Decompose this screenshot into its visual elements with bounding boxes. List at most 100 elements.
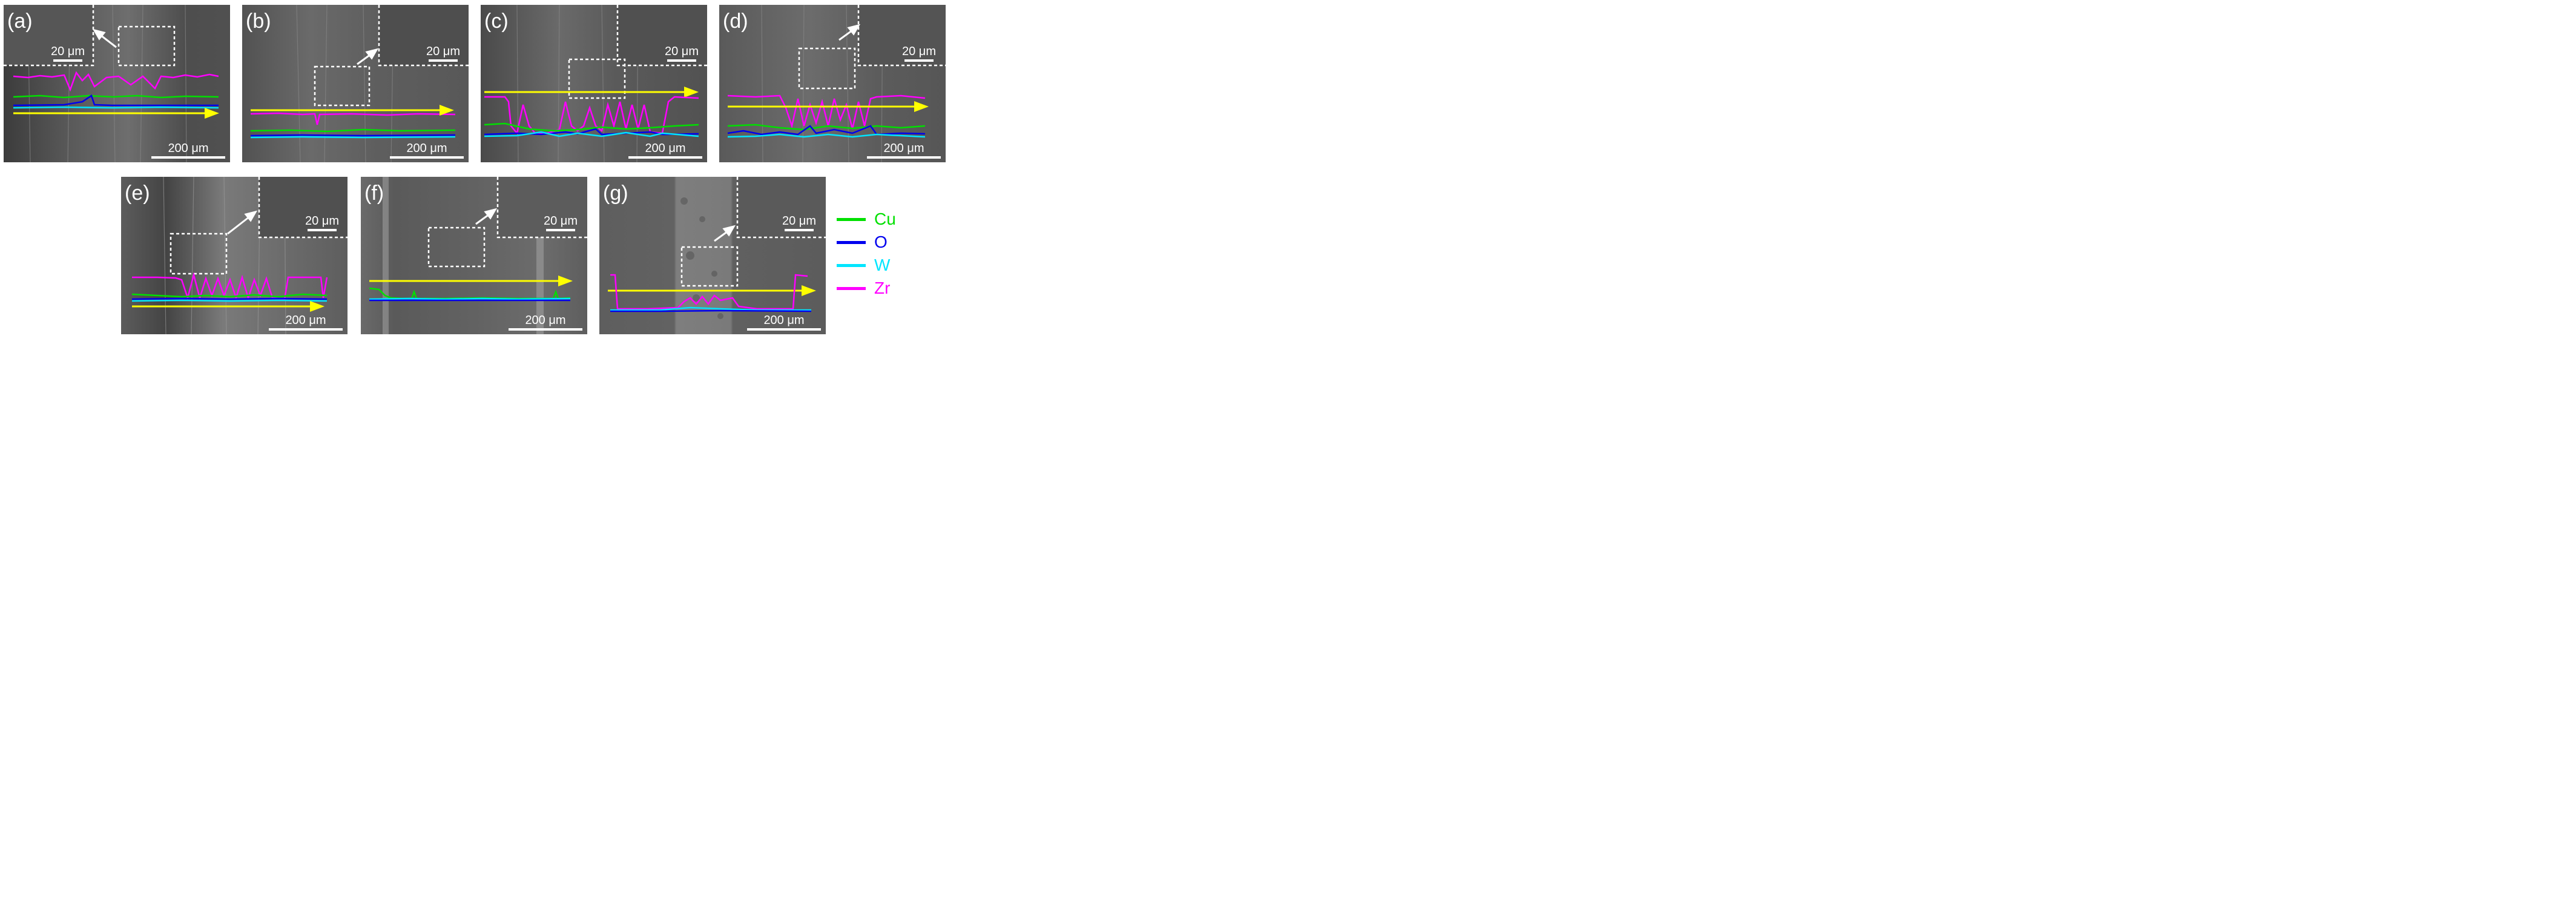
legend-swatch [837,287,866,290]
cu-line-scan [131,293,328,298]
line-scan-arrow [251,105,454,116]
region-of-interest-box [568,58,626,99]
inset-frame [736,177,826,239]
o-line-scan [13,94,219,107]
line-scan-arrow [369,276,573,286]
region-of-interest-box [170,233,228,275]
inset-scale-bar-text: 20 μm [782,214,816,228]
inset-scale-bar-line [53,59,82,62]
main-scale-bar-text: 200 μm [406,142,447,155]
main-scale-bar-line [509,328,582,331]
legend-item-cu: Cu [835,208,944,231]
o-line-scan [250,134,456,137]
panel-g: (g) 20 μm 200 μm [599,177,826,334]
region-of-interest-box [117,25,176,67]
inset-scale-bar-line [785,229,814,231]
cu-line-scan [484,122,699,132]
panel-label: (g) [603,182,628,205]
legend-swatch [837,264,866,267]
main-scale-bar: 200 μm [151,142,225,159]
zr-line-scan [484,96,699,135]
main-scale-bar: 200 μm [269,314,343,331]
inset-scale-bar-text: 20 μm [902,45,936,58]
panel-d-sem-image [719,5,946,162]
main-scale-bar: 200 μm [509,314,582,331]
panel-label: (b) [246,10,271,33]
panel-label: (d) [723,10,748,33]
main-scale-bar: 200 μm [628,142,702,159]
panel-label: (e) [125,182,150,205]
panel-f: (f) 20 μm 200 μm [361,177,587,334]
main-scale-bar-line [390,156,464,159]
legend-label: O [874,233,888,251]
inset-scale-bar-line [546,229,575,231]
o-line-scan [484,128,699,136]
main-scale-bar-line [747,328,821,331]
cu-line-scan [13,94,219,99]
main-scale-bar-line [628,156,702,159]
pointer-arrow [357,48,379,65]
inset-frame [616,5,707,67]
panel-e: (e) 20 μm 200 μm [121,177,348,334]
inset-frame [378,5,469,67]
region-of-interest-box [680,246,739,287]
inset-scale-bar: 20 μm [541,214,580,231]
region-of-interest-box [314,65,371,107]
main-scale-bar-text: 200 μm [525,314,566,327]
inset-scale-bar-text: 20 μm [51,45,85,58]
inset-frame [496,177,587,239]
line-scan-arrow [13,108,219,119]
panel-label: (a) [7,10,33,33]
panel-a: (a) 20 μm 200 μm [4,5,230,162]
legend-swatch [837,241,866,244]
main-scale-bar: 200 μm [867,142,941,159]
panel-d: (d) 20 μm 200 μm [719,5,946,162]
w-line-scan [13,106,219,109]
main-scale-bar-text: 200 μm [645,142,686,155]
line-scan-arrow [484,87,699,97]
region-of-interest-box [427,226,486,268]
inset-scale-bar: 20 μm [662,45,701,62]
main-scale-bar-text: 200 μm [883,142,924,155]
legend-item-w: W [835,254,944,277]
inset-scale-bar-line [904,59,934,62]
main-scale-bar: 200 μm [747,314,821,331]
zr-line-scan [610,274,808,310]
w-line-scan [727,133,926,138]
pointer-arrow [227,210,258,235]
main-scale-bar: 200 μm [390,142,464,159]
pointer-arrow [714,225,736,242]
element-legend: Cu O W Zr [835,208,944,300]
main-scale-bar-line [269,328,343,331]
inset-scale-bar-line [308,229,337,231]
main-scale-bar-line [867,156,941,159]
panel-f-sem-image [361,177,587,334]
inset-scale-bar: 20 μm [780,214,819,231]
panel-g-sem-image [599,177,826,334]
panel-a-sem-image [4,5,230,162]
w-line-scan [131,299,328,302]
inset-frame [258,177,348,239]
main-scale-bar-line [151,156,225,159]
inset-frame [4,5,94,67]
main-scale-bar-text: 200 μm [763,314,805,327]
inset-scale-bar: 20 μm [303,214,341,231]
panel-b: (b) 20 μm 200 μm [242,5,469,162]
region-of-interest-box [798,47,856,90]
panel-c-sem-image [481,5,707,162]
panel-label: (f) [364,182,384,205]
main-scale-bar-text: 200 μm [168,142,209,155]
pointer-arrow [475,208,498,225]
line-scan-arrow [608,285,816,296]
zr-line-scan [250,112,456,125]
panel-b-sem-image [242,5,469,162]
legend-item-o: O [835,231,944,254]
legend-label: W [874,256,891,274]
line-scan-arrow [132,301,324,312]
cu-line-scan [727,124,926,131]
legend-label: Zr [874,279,891,297]
inset-scale-bar-line [667,59,696,62]
inset-frame [857,5,946,67]
inset-scale-bar-text: 20 μm [665,45,699,58]
main-scale-bar-text: 200 μm [285,314,326,327]
